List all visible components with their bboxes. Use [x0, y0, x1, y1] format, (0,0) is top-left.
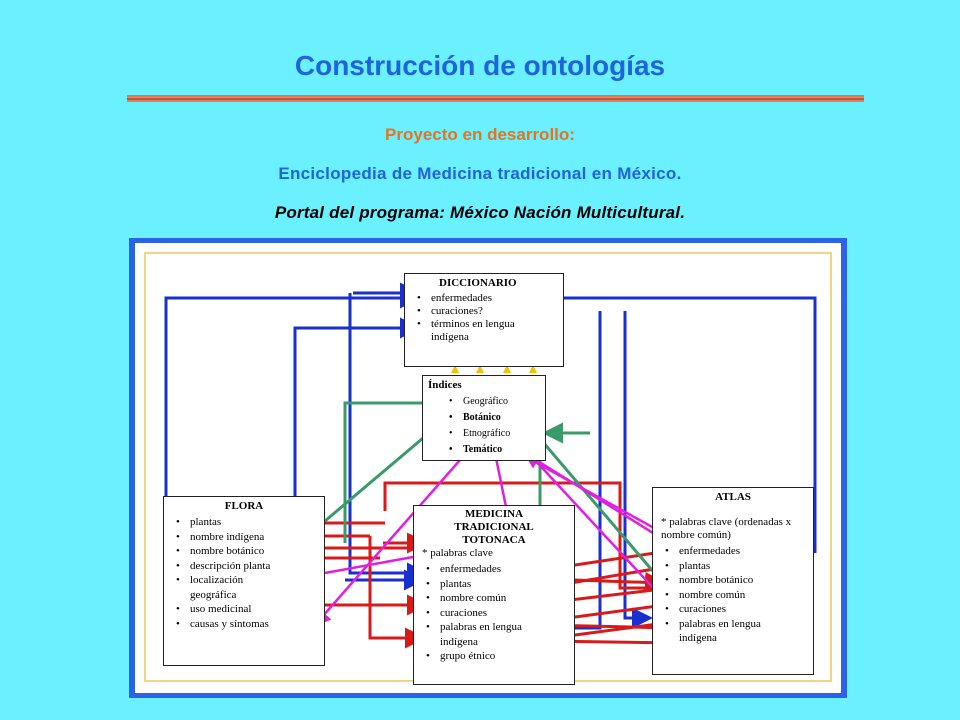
atlas-item: curaciones: [665, 602, 813, 617]
medicina-item: plantas: [426, 577, 574, 592]
flora-item: plantas: [176, 515, 324, 530]
flora-item: descripción planta: [176, 559, 324, 574]
medicina-item: palabras en lengua indígena: [426, 620, 550, 649]
medicina-item: grupo étnico: [426, 649, 574, 664]
diccionario-item: términos en lengua indígena: [417, 318, 541, 344]
indices-item: Etnográfico: [449, 426, 545, 442]
subtitle-encyclopedia: Enciclopedia de Medicina tradicional en …: [278, 164, 682, 183]
flora-item: nombre indígena: [176, 530, 324, 545]
diagram-frame: DICCIONARIO enfermedades curaciones? tér…: [129, 238, 847, 698]
atlas-note: * palabras clave (ordenadas x nombre com…: [661, 516, 792, 541]
diagram-canvas: DICCIONARIO enfermedades curaciones? tér…: [135, 243, 841, 693]
diccionario-box: DICCIONARIO enfermedades curaciones? tér…: [404, 273, 564, 367]
diccionario-item: curaciones?: [417, 305, 563, 318]
atlas-item: nombre común: [665, 588, 813, 603]
atlas-item: enfermedades: [665, 544, 813, 559]
indices-item: Geográfico: [449, 394, 545, 410]
atlas-box: ATLAS * palabras clave (ordenadas x nomb…: [652, 487, 814, 675]
flora-title: FLORA: [224, 500, 264, 512]
indices-title: Índices: [428, 379, 462, 391]
indices-item: Temático: [449, 442, 545, 458]
medicina-box: MEDICINA TRADICIONAL TOTONACA * palabras…: [413, 505, 575, 685]
diccionario-item: enfermedades: [417, 292, 563, 305]
slide-title: Construcción de ontologías: [294, 50, 666, 81]
medicina-item: curaciones: [426, 606, 574, 621]
subtitle-portal: Portal del programa: México Nación Multi…: [274, 203, 686, 222]
medicina-note: * palabras clave: [422, 547, 493, 559]
atlas-item: nombre botánico: [665, 573, 813, 588]
subtitle-project: Proyecto en desarrollo:: [385, 125, 575, 144]
flora-item: causas y síntomas: [176, 617, 324, 632]
medicina-item: nombre común: [426, 591, 574, 606]
flora-box: FLORA plantas nombre indígena nombre bot…: [163, 496, 325, 666]
indices-box: Índices Geográfico Botánico Etnográfico …: [422, 375, 546, 461]
flora-item: uso medicinal: [176, 602, 324, 617]
title-divider: [127, 95, 864, 102]
atlas-item: plantas: [665, 559, 813, 574]
atlas-title: ATLAS: [715, 491, 751, 503]
diccionario-title: DICCIONARIO: [439, 277, 517, 289]
medicina-title: MEDICINA TRADICIONAL TOTONACA: [454, 508, 534, 546]
medicina-item: enfermedades: [426, 562, 574, 577]
flora-item: nombre botánico: [176, 544, 324, 559]
atlas-item: palabras en lengua indígena: [665, 617, 789, 646]
flora-item: localización geográfica: [176, 573, 270, 602]
indices-item: Botánico: [449, 410, 545, 426]
